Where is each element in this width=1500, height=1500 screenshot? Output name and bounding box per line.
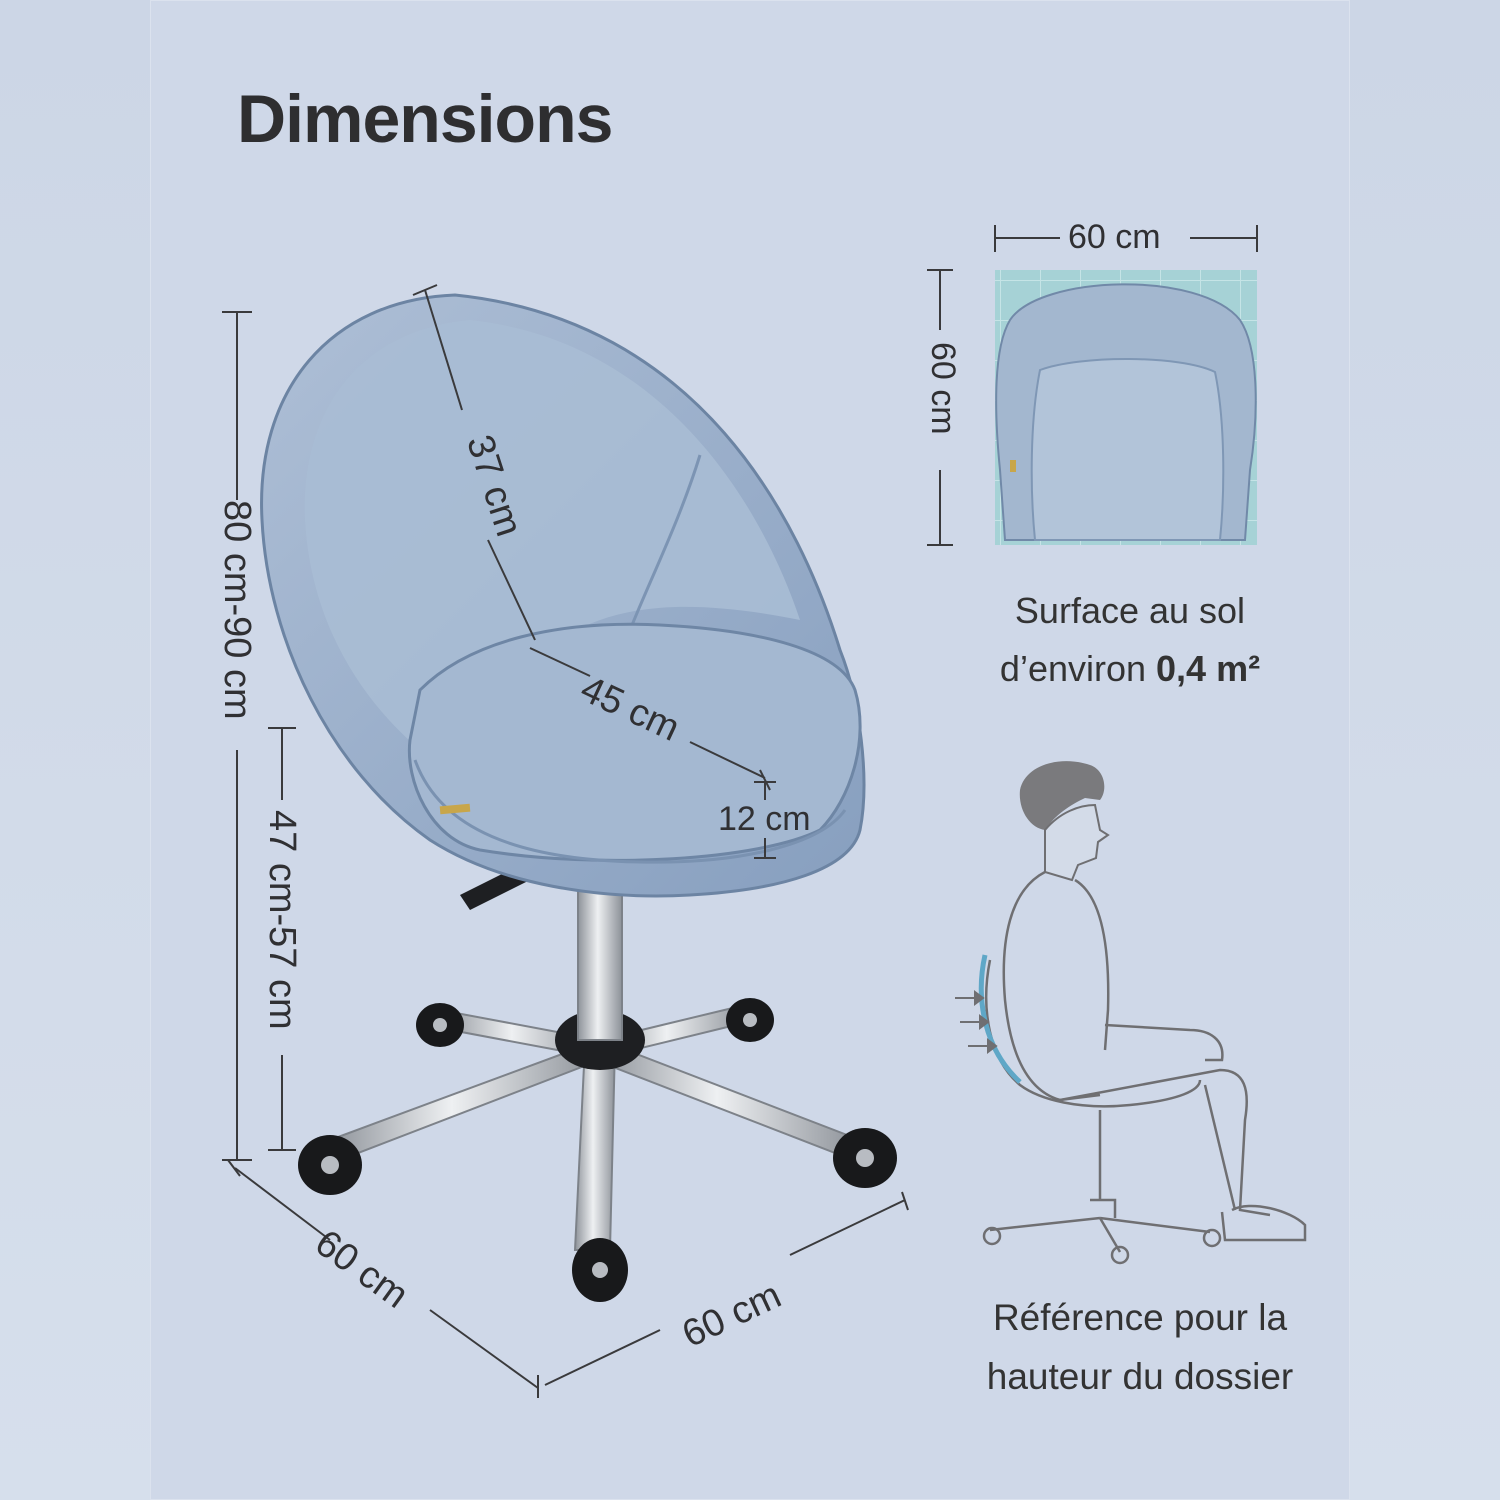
dimension-lines xyxy=(222,284,909,1398)
sitting-person-illustration xyxy=(955,761,1307,1265)
top-view xyxy=(995,270,1257,545)
floor-area-prefix: d’environ xyxy=(999,647,1157,689)
cushion-thickness-label: 12 cm xyxy=(718,800,811,838)
seat-height-label: 47 cm-57 cm xyxy=(261,810,303,1030)
chair-base xyxy=(298,865,897,1302)
backrest-reference-note: Référence pour la hauteur du dossier xyxy=(950,1288,1330,1406)
top-depth-label: 60 cm xyxy=(924,342,962,435)
total-height-label: 80 cm-90 cm xyxy=(216,500,258,720)
top-view-dimension-lines xyxy=(927,225,1258,546)
chair-shell xyxy=(260,293,866,898)
page-title: Dimensions xyxy=(237,81,613,157)
reference-line1: Référence pour la xyxy=(992,1297,1288,1338)
floor-area-note: Surface au sol d’environ 0,4 m² xyxy=(960,582,1300,697)
floor-area-value: 0,4 m² xyxy=(1156,647,1261,689)
floor-area-line2: d’environ 0,4 m² xyxy=(960,640,1300,698)
floor-area-line1: Surface au sol xyxy=(1014,590,1246,631)
reference-line2: hauteur du dossier xyxy=(986,1356,1294,1398)
top-width-label: 60 cm xyxy=(1068,218,1161,256)
